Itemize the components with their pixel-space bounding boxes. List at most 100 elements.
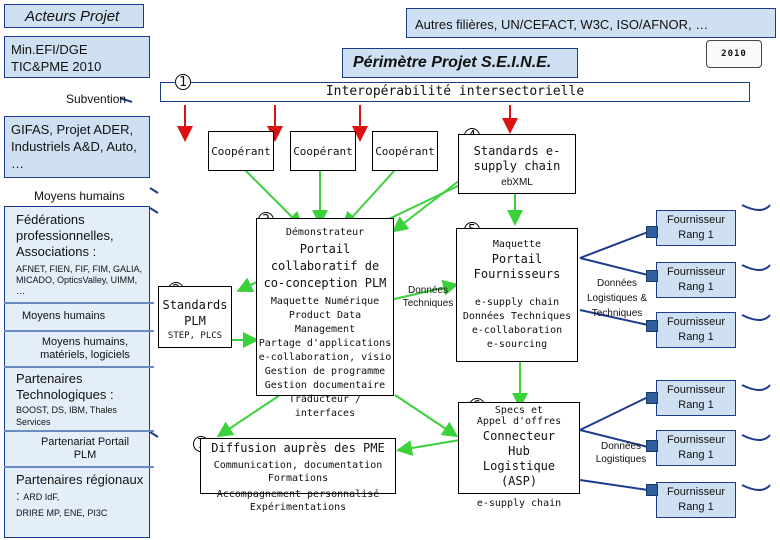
rang-curls: [741, 204, 771, 491]
connector-square: [646, 392, 658, 404]
standards-esupply-title: Standards e-supply chain: [473, 144, 561, 173]
arrow-std-portail: [391, 179, 461, 233]
standards-plm-title: Standards PLM: [162, 298, 228, 328]
arrow-hub-diffusion: [396, 439, 461, 456]
cooperant-3-label: Coopérant: [375, 145, 435, 158]
fournisseur-rang-2: Fournisseur Rang 1: [656, 262, 736, 298]
fournisseur-rang-4-label: Fournisseur Rang 1: [666, 384, 726, 411]
moyens-humains-3: Moyens humains, matériels, logiciels: [40, 336, 130, 361]
perimetre-title: Périmètre Projet S.E.I.N.E.: [353, 54, 552, 71]
fournisseurs-title: Portail Fournisseurs: [473, 252, 561, 281]
connector-square: [646, 440, 658, 452]
portail-item: Product Data Management: [288, 310, 362, 335]
arrow-portail-fournisseurs: [389, 279, 459, 301]
autres-filieres-text: Autres filières, UN/CEFACT, W3C, ISO/AFN…: [415, 17, 709, 32]
standards-esupply-box: Standards e-supply chain ebXML: [458, 134, 576, 194]
federations-title: Fédérations professionnelles, Associatio…: [16, 212, 114, 259]
fournisseurs-item: e-sourcing: [486, 339, 548, 350]
diffusion-items-extra: Accompagnement personnalisé Expérimentat…: [200, 488, 396, 514]
link-rang-2: [579, 257, 649, 276]
fournisseur-rang-3-label: Fournisseur Rang 1: [666, 316, 726, 343]
interop-text: Interopérabilité intersectorielle: [325, 84, 585, 99]
diffusion-title: Diffusion auprès des PME: [211, 441, 385, 455]
link-rang-3: [579, 309, 649, 326]
donnees-logistiques-label: Données Logistiques: [595, 441, 647, 465]
partenaires-tech-list: BOOST, DS, IBM, Thales Services: [16, 405, 117, 427]
partenaires-tech-title: Partenaires Technologiques :: [16, 371, 114, 402]
cooperant-2-label: Coopérant: [293, 145, 353, 158]
cooperant-3: Coopérant: [372, 131, 438, 171]
fournisseur-rang-5: Fournisseur Rang 1: [656, 430, 736, 466]
hub-sub: e-supply chain: [476, 498, 562, 509]
fournisseur-rang-1: Fournisseur Rang 1: [656, 210, 736, 246]
donnees-log-tech-label: Données Logistiques & Techniques: [586, 278, 648, 319]
arrow-coop1-portail: [244, 169, 303, 228]
gifas-box: GIFAS, Projet ADER, Industriels A&D, Aut…: [4, 116, 150, 178]
arrow-coop3-portail: [342, 169, 396, 228]
moyens-humains-2: Moyens humains: [22, 310, 106, 322]
fournisseurs-item: Données Techniques: [462, 311, 572, 322]
separator: [4, 330, 154, 332]
link-rang-4: [579, 396, 649, 431]
donnees-techniques-label: Données Techniques: [402, 285, 454, 309]
federations-list: AFNET, FIEN, FIF, FIM, GALIA, MICADO, Op…: [16, 264, 143, 296]
portail-item: e-collaboration, visio: [258, 352, 392, 363]
diffusion-item: Expérimentations: [249, 502, 347, 513]
separator: [4, 430, 154, 432]
partenariat-plm: Partenariat Portail PLM: [40, 436, 130, 461]
link-rang-1: [579, 231, 649, 259]
diffusion-items: Communication, documentation Formations: [201, 455, 395, 485]
arrow-portail-hub: [394, 394, 459, 438]
portail-collaboratif-box: Démonstrateur Portail collaboratif de co…: [256, 218, 394, 419]
standards-plm-box: Standards PLM STEP, PLCS: [158, 286, 232, 348]
connector-square: [646, 320, 658, 332]
partenaires-reg-title: Partenaires régionaux : ARD IdF,: [16, 472, 144, 503]
fournisseurs-item: e-collaboration: [471, 325, 563, 336]
fournisseurs-items: e-supply chain Données Techniques e-coll…: [457, 282, 577, 352]
acteurs-title: Acteurs Projet: [25, 8, 120, 25]
interop-bar: Interopérabilité intersectorielle: [160, 82, 750, 102]
standards-esupply-sub: ebXML: [501, 177, 533, 188]
number-1: 1: [175, 74, 191, 90]
fournisseur-rang-1-label: Fournisseur Rang 1: [666, 214, 726, 241]
gifas-text: GIFAS, Projet ADER, Industriels A&D, Aut…: [11, 122, 137, 171]
portail-item: Maquette Numérique: [270, 296, 380, 307]
cooperant-1-label: Coopérant: [211, 145, 271, 158]
connector-square: [646, 226, 658, 238]
separator: [4, 302, 154, 304]
hub-label: Specs et: [494, 405, 544, 416]
partenaires-reg-list-b: F,: [52, 492, 60, 502]
logo: 2010: [706, 40, 762, 68]
moyens-humains-1: Moyens humains: [34, 189, 125, 203]
fournisseur-rang-6-label: Fournisseur Rang 1: [666, 486, 726, 513]
diffusion-item: Communication, documentation: [213, 460, 383, 471]
fournisseurs-item: e-supply chain: [474, 297, 560, 308]
portail-item: Gestion documentaire: [264, 380, 386, 391]
cooperant-1: Coopérant: [208, 131, 274, 171]
hub-title: Connecteur Hub Logistique (ASP): [482, 429, 556, 488]
separator: [4, 366, 154, 368]
diffusion-item: Formations: [267, 473, 329, 484]
logo-text: 2010: [721, 49, 747, 59]
acteurs-header: Acteurs Projet: [4, 4, 144, 28]
fournisseurs-label: Maquette: [492, 239, 542, 250]
fournisseur-rang-6: Fournisseur Rang 1: [656, 482, 736, 518]
partenaires-reg-list-a: ARD Id: [23, 492, 53, 502]
connector-square: [646, 484, 658, 496]
hub-logistique-box: Specs et Appel d'offres Connecteur Hub L…: [458, 402, 580, 494]
fournisseur-rang-4: Fournisseur Rang 1: [656, 380, 736, 416]
perimetre-box: Périmètre Projet S.E.I.N.E.: [342, 48, 578, 78]
diffusion-box: Diffusion auprès des PME Communication, …: [200, 438, 396, 494]
minefi-text: Min.EFI/DGE TIC&PME 2010: [11, 42, 102, 74]
minefi-box: Min.EFI/DGE TIC&PME 2010: [4, 36, 150, 78]
portail-label: Démonstrateur: [285, 227, 365, 238]
portail-item: Gestion de programme: [264, 366, 386, 377]
left-partners-panel: [4, 206, 150, 538]
separator: [4, 466, 154, 468]
portail-item: Traducteur / interfaces: [288, 394, 362, 419]
fournisseur-rang-2-label: Fournisseur Rang 1: [666, 266, 726, 293]
arrow-portail-diffusion: [216, 394, 281, 438]
standards-plm-sub: STEP, PLCS: [167, 331, 223, 341]
fournisseur-rang-3: Fournisseur Rang 1: [656, 312, 736, 348]
autres-filieres: Autres filières, UN/CEFACT, W3C, ISO/AFN…: [406, 8, 776, 38]
